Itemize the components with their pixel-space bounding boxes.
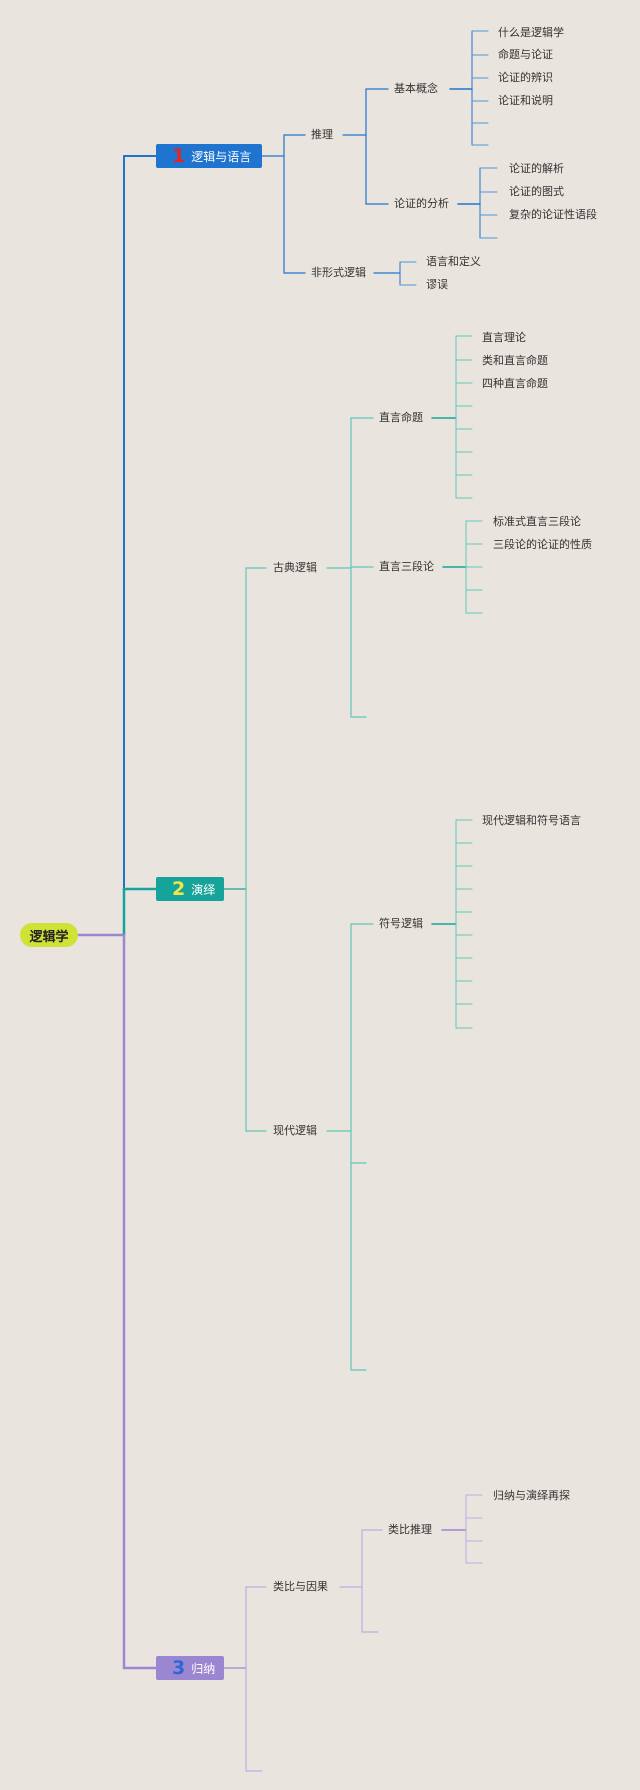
topic-classical-logic[interactable]: 古典逻辑 <box>273 561 317 574</box>
branch-label: 归纳 <box>191 1661 216 1676</box>
branch-node-induction[interactable]: 3 归纳 <box>156 1656 224 1680</box>
branch-label: 演绎 <box>191 882 216 897</box>
branch-number: 3 <box>172 1657 186 1679</box>
topic-modern-logic[interactable]: 现代逻辑 <box>273 1124 317 1137</box>
topic-categorical-propositions[interactable]: 直言命题 <box>379 411 423 424</box>
leaf-item[interactable]: 什么是逻辑学 <box>498 26 564 39</box>
leaf-item[interactable]: 论证和说明 <box>498 94 553 107</box>
leaf-item[interactable]: 论证的辨识 <box>498 71 553 84</box>
leaf-item[interactable]: 三段论的论证的性质 <box>493 538 592 551</box>
leaf-item[interactable]: 直言理论 <box>482 331 526 344</box>
topic-informal-logic[interactable]: 非形式逻辑 <box>311 266 366 279</box>
topic-symbolic-logic[interactable]: 符号逻辑 <box>379 917 423 930</box>
branch-label: 逻辑与语言 <box>191 149 252 164</box>
topic-reasoning[interactable]: 推理 <box>311 128 333 141</box>
leaf-item[interactable]: 标准式直言三段论 <box>493 515 581 528</box>
topic-categorical-syllogism[interactable]: 直言三段论 <box>379 560 434 573</box>
leaf-item[interactable]: 命题与论证 <box>498 48 553 61</box>
topic-analogical-reasoning[interactable]: 类比推理 <box>388 1523 432 1536</box>
branch-number: 2 <box>172 878 186 900</box>
leaf-item[interactable]: 语言和定义 <box>426 255 481 268</box>
leaf-item[interactable]: 论证的解析 <box>509 162 564 175</box>
branch-node-deduction[interactable]: 2 演绎 <box>156 877 224 901</box>
topic-analogy-and-causation[interactable]: 类比与因果 <box>273 1580 328 1593</box>
leaf-item[interactable]: 四种直言命题 <box>482 377 548 390</box>
branch-number: 1 <box>172 145 186 167</box>
leaf-item[interactable]: 现代逻辑和符号语言 <box>482 814 581 827</box>
leaf-item[interactable]: 复杂的论证性语段 <box>509 208 597 221</box>
leaf-item[interactable]: 谬误 <box>426 278 448 291</box>
leaf-item[interactable]: 归纳与演绎再探 <box>493 1489 570 1502</box>
branch-node-logic-and-language[interactable]: 1 逻辑与语言 <box>156 144 262 168</box>
leaf-item[interactable]: 论证的图式 <box>509 185 564 198</box>
topic-argument-analysis[interactable]: 论证的分析 <box>394 197 449 210</box>
topic-basic-concepts[interactable]: 基本概念 <box>394 82 438 95</box>
leaf-item[interactable]: 类和直言命题 <box>482 354 548 367</box>
root-node[interactable]: 逻辑学 <box>20 923 78 947</box>
